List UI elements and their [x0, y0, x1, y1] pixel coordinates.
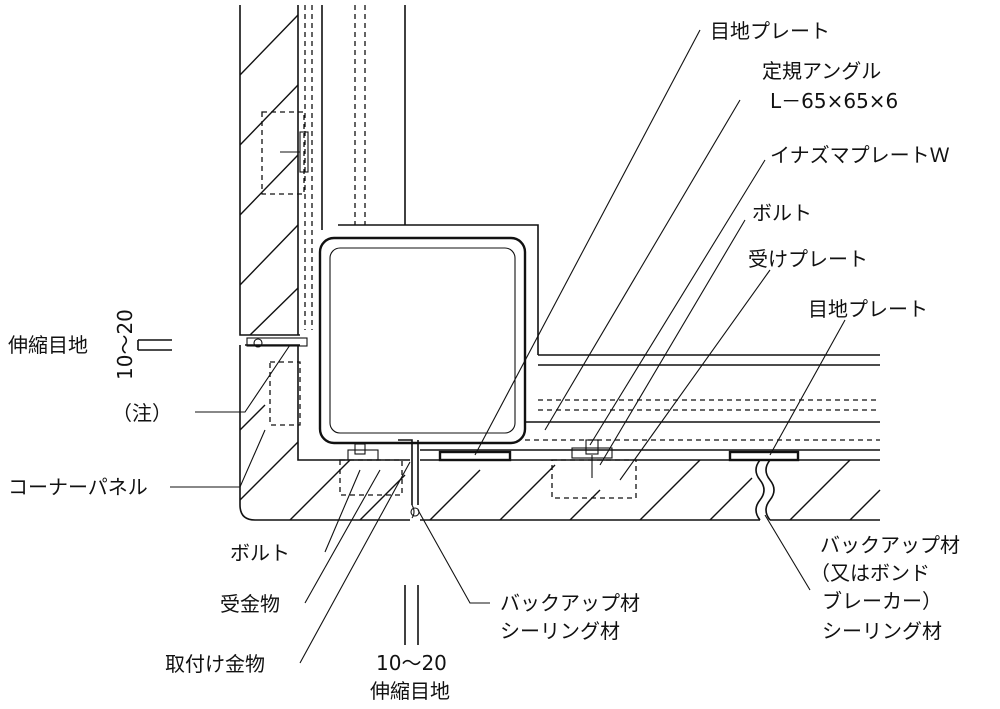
label-corner-panel: コーナーパネル — [8, 475, 148, 499]
label-backup-right-2: （又はボンド — [810, 561, 930, 585]
label-angle-spec: L－65×65×6 — [770, 89, 898, 113]
dim-left-mark — [137, 339, 172, 351]
label-note: （注） — [112, 401, 172, 425]
label-backup-right-1: バックアップ材 — [820, 533, 960, 557]
label-backup-right-3: ブレーカー） — [822, 589, 942, 613]
label-receiving-hardware: 受金物 — [220, 592, 280, 616]
label-joint-plate-top: 目地プレート — [710, 19, 830, 43]
label-angle-title: 定規アングル — [762, 59, 881, 83]
leader-lines — [170, 29, 846, 664]
dim-bottom-mark — [404, 585, 419, 645]
label-backup-sealing-center-2: シーリング材 — [500, 619, 620, 643]
label-expansion-joint-bottom: 伸縮目地 — [370, 679, 450, 703]
horizontal-panel — [420, 354, 881, 521]
label-inazuma-plate: イナズマプレートＷ — [770, 143, 950, 167]
square-pipe — [318, 224, 539, 445]
vertical-panel — [239, 5, 406, 336]
mounting-hardware — [339, 439, 420, 519]
label-expansion-joint-left: 伸縮目地 — [8, 333, 88, 357]
label-joint-plate-right: 目地プレート — [808, 297, 928, 321]
label-dim-bottom: 10～20 — [376, 651, 447, 675]
corner-panel — [239, 337, 410, 521]
label-backup-right-4: シーリング材 — [822, 619, 942, 643]
label-receiving-plate: 受けプレート — [748, 247, 868, 271]
label-backup-sealing-center-1: バックアップ材 — [500, 591, 640, 615]
label-bolt-left: ボルト — [230, 541, 290, 565]
label-dim-left: 10～20 — [113, 309, 137, 380]
label-mounting-hardware: 取付け金物 — [165, 652, 265, 676]
labels: 目地プレート 定規アングル L－65×65×6 イナズマプレートＷ ボルト 受け… — [8, 19, 960, 703]
label-bolt-right: ボルト — [752, 201, 812, 225]
